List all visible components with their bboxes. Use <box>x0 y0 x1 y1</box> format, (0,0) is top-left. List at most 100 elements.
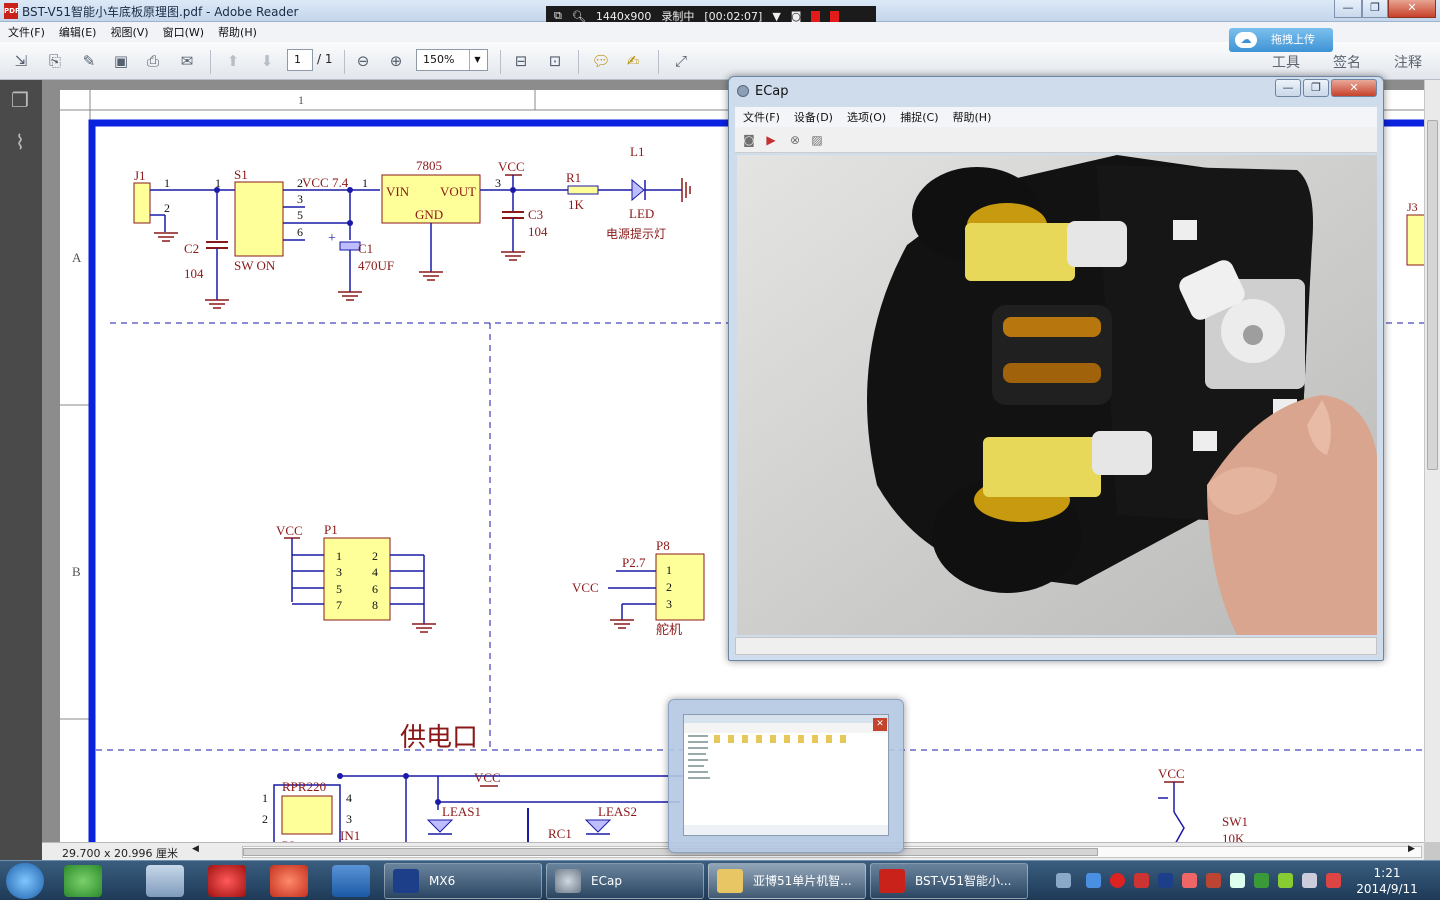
ecap-menu-capture[interactable]: 捕捉(C) <box>900 111 939 124</box>
taskbar-preview[interactable]: ✕ <box>668 699 904 853</box>
snapshot-icon[interactable]: ◙ <box>743 133 755 147</box>
menu-edit[interactable]: 编辑(E) <box>58 26 97 39</box>
media-player-icon[interactable] <box>208 865 246 897</box>
ecap-maximize-button[interactable]: ❐ <box>1303 79 1329 97</box>
c1-plus: + <box>328 231 336 246</box>
close-button[interactable]: ✕ <box>1388 0 1436 18</box>
attachment-icon[interactable]: ⌇ <box>15 130 25 154</box>
minimize-button[interactable]: — <box>1334 0 1362 18</box>
maxthon-icon[interactable] <box>332 865 370 897</box>
app-icon[interactable] <box>270 865 308 897</box>
taskbar-item-mx6[interactable]: MX6 <box>384 863 542 899</box>
create-pdf-icon[interactable]: ⎘ <box>48 52 61 70</box>
magnifier-icon[interactable]: 🔍︎ <box>571 9 586 23</box>
scroll-right-icon[interactable]: ▶ <box>1408 844 1415 854</box>
tray-app-icon[interactable] <box>1278 873 1293 888</box>
window-restore-icon[interactable]: ⧉ <box>554 9 562 22</box>
regulator-gnd: GND <box>415 207 443 222</box>
zoom-in-icon[interactable]: ⊕ <box>389 52 403 70</box>
ecap-menu-options[interactable]: 选项(O) <box>846 111 887 124</box>
highlight-icon[interactable]: ✍ <box>626 52 640 70</box>
chevron-down-icon[interactable]: ▼ <box>469 50 485 70</box>
comment-link[interactable]: 注释 <box>1394 55 1422 71</box>
r1-label: R1 <box>566 170 581 185</box>
save-icon[interactable]: ▣ <box>113 52 129 70</box>
p1-pin4: 4 <box>372 565 378 579</box>
pdf-icon <box>879 869 905 893</box>
j1-label: J1 <box>134 168 146 183</box>
preview-close-icon[interactable]: ✕ <box>873 718 887 731</box>
record-icon[interactable]: ▶ <box>766 133 776 147</box>
c3-label: C3 <box>528 207 543 222</box>
tray-app-icon[interactable] <box>1134 873 1149 888</box>
security-icon[interactable] <box>1254 873 1269 888</box>
open-icon[interactable]: ⇲ <box>14 52 28 70</box>
clock[interactable]: 1:21 2014/9/11 <box>1352 865 1422 897</box>
p8-pin2: 2 <box>666 580 672 594</box>
rc1-label: RC1 <box>548 826 572 841</box>
fullscreen-icon[interactable]: ⤢ <box>674 52 687 70</box>
zoom-select[interactable]: 150% ▼ <box>416 49 488 71</box>
taskbar-item-ecap[interactable]: ECap <box>546 863 704 899</box>
calculator-icon[interactable] <box>146 865 184 897</box>
scroll-thumb[interactable] <box>1427 120 1438 470</box>
flag-icon[interactable] <box>1326 873 1341 888</box>
mx6-icon <box>393 869 419 893</box>
menu-view[interactable]: 视图(V) <box>110 26 149 39</box>
next-page-icon[interactable]: ⬇ <box>260 52 274 70</box>
menu-window[interactable]: 窗口(W) <box>162 26 205 39</box>
start-button[interactable] <box>6 863 44 899</box>
keyboard-icon[interactable] <box>1056 873 1071 888</box>
pages-icon[interactable]: ❐ <box>11 88 29 112</box>
fit-width-icon[interactable]: ⊡ <box>548 52 562 70</box>
regulator-vout: VOUT <box>440 184 476 199</box>
edit-icon[interactable]: ✎ <box>82 52 96 70</box>
page-number-input[interactable]: 1 <box>287 49 313 71</box>
vertical-scrollbar[interactable] <box>1424 80 1440 842</box>
prev-page-icon[interactable]: ⬆ <box>226 52 240 70</box>
rpr-pin3: 3 <box>346 812 352 826</box>
sign-link[interactable]: 签名 <box>1333 55 1361 71</box>
taskbar-item-adobe-reader[interactable]: BST-V51智能小... <box>870 863 1028 899</box>
menu-help[interactable]: 帮助(H) <box>218 26 257 39</box>
tools-link[interactable]: 工具 <box>1272 55 1300 71</box>
ecap-menu-help[interactable]: 帮助(H) <box>952 111 992 124</box>
tray-app-icon[interactable] <box>1086 873 1101 888</box>
print-icon[interactable]: ⎙ <box>146 52 159 70</box>
image-icon[interactable]: ▨ <box>811 133 823 147</box>
tray-app-icon[interactable] <box>1206 873 1221 888</box>
zoom-out-icon[interactable]: ⊖ <box>356 52 370 70</box>
clock-date: 2014/9/11 <box>1356 882 1418 896</box>
stop-icon[interactable]: ⊗ <box>789 133 801 147</box>
pause-icon[interactable] <box>811 10 821 22</box>
webcam-icon <box>737 85 749 97</box>
tray-app-icon[interactable] <box>1182 873 1197 888</box>
comment-icon[interactable]: 💬︎ <box>591 52 611 70</box>
folder-icon <box>717 869 743 893</box>
upload-button[interactable]: ☁ 拖拽上传 <box>1229 28 1333 52</box>
mx6-tray-icon[interactable] <box>1158 873 1173 888</box>
record-tray-icon[interactable] <box>1110 873 1125 888</box>
camera-icon[interactable]: ◙ <box>790 9 802 23</box>
stop-icon[interactable] <box>830 10 840 22</box>
clock-time: 1:21 <box>1373 866 1401 880</box>
r1-value: 1K <box>568 197 585 212</box>
network-icon[interactable] <box>1302 873 1317 888</box>
row-label-a: A <box>72 250 82 265</box>
quicklaunch-icon[interactable] <box>64 865 102 897</box>
ecap-menu-device[interactable]: 设备(D) <box>793 111 833 124</box>
volume-icon[interactable] <box>1230 873 1245 888</box>
ecap-menu-file[interactable]: 文件(F) <box>743 111 780 124</box>
taskbar-item-folder[interactable]: 亚博51单片机智... <box>708 863 866 899</box>
ecap-close-button[interactable]: ✕ <box>1331 79 1377 97</box>
menu-file[interactable]: 文件(F) <box>8 26 45 39</box>
maximize-button[interactable]: ❐ <box>1362 0 1388 18</box>
ecap-minimize-button[interactable]: — <box>1275 79 1301 97</box>
servo-label: 舵机 <box>656 622 682 637</box>
scroll-left-icon[interactable]: ◀ <box>192 844 199 854</box>
fit-page-icon[interactable]: ⊟ <box>514 52 528 70</box>
p1-pin7: 7 <box>336 598 342 612</box>
dropdown-icon[interactable]: ▼ <box>772 9 781 23</box>
sw1-label: SW1 <box>1222 814 1248 829</box>
email-icon[interactable]: ✉ <box>180 52 194 70</box>
